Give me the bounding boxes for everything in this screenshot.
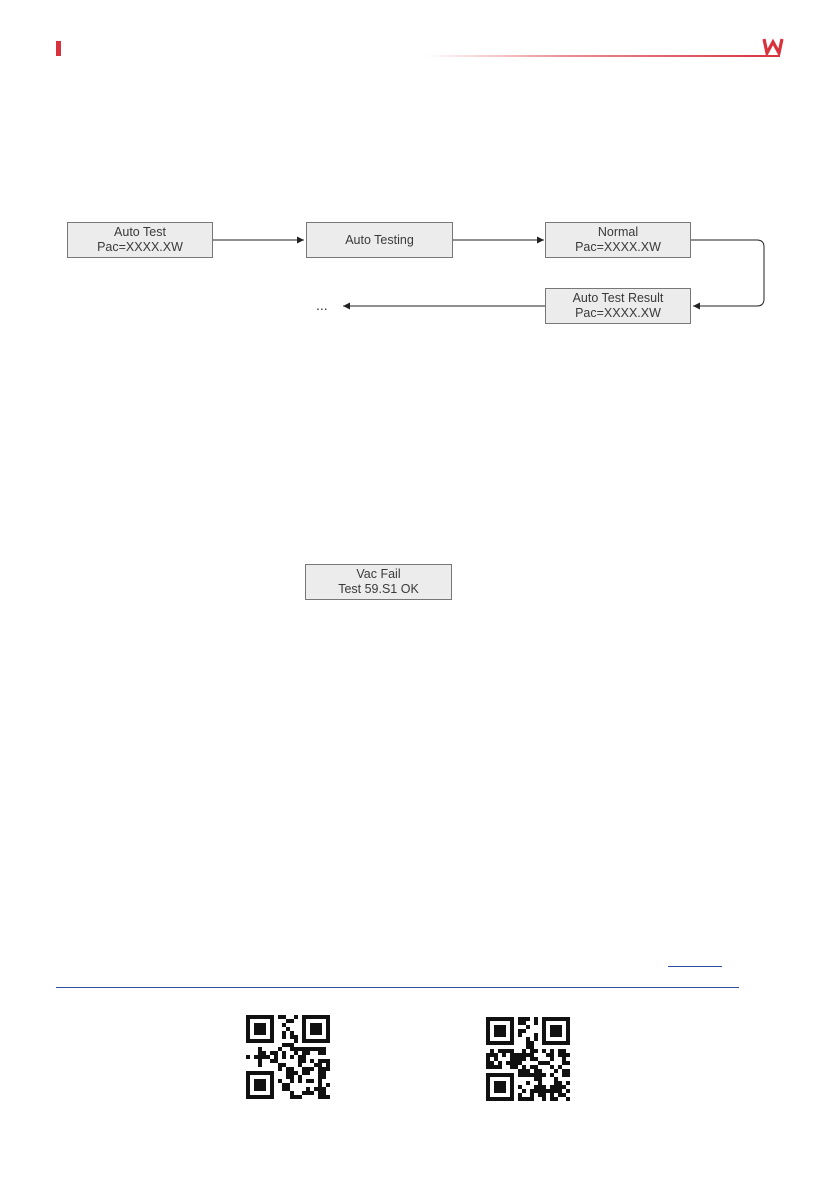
- auto-testing-label: Auto Testing: [345, 233, 414, 248]
- auto-testing-box: Auto Testing: [306, 222, 453, 258]
- auto-test-result-pac: Pac=XXXX.XW: [575, 306, 661, 321]
- continuation-ellipsis: ...: [316, 297, 328, 313]
- vac-fail-line2: Test 59.S1 OK: [338, 582, 419, 597]
- normal-box: Normal Pac=XXXX.XW: [545, 222, 691, 258]
- qr-code-icon: [246, 1015, 330, 1099]
- vac-fail-line1: Vac Fail: [356, 567, 400, 582]
- footer-divider: [56, 987, 739, 988]
- qr-code-icon: [486, 1017, 570, 1101]
- auto-test-result-box: Auto Test Result Pac=XXXX.XW: [545, 288, 691, 324]
- auto-test-result-label: Auto Test Result: [573, 291, 664, 306]
- auto-test-pac: Pac=XXXX.XW: [97, 240, 183, 255]
- vac-fail-display: Vac Fail Test 59.S1 OK: [305, 564, 452, 600]
- auto-test-label: Auto Test: [114, 225, 166, 240]
- footer-link-underline[interactable]: [668, 966, 722, 967]
- normal-pac: Pac=XXXX.XW: [575, 240, 661, 255]
- arrow-normal-to-result: [690, 240, 764, 306]
- auto-test-box: Auto Test Pac=XXXX.XW: [67, 222, 213, 258]
- normal-label: Normal: [598, 225, 638, 240]
